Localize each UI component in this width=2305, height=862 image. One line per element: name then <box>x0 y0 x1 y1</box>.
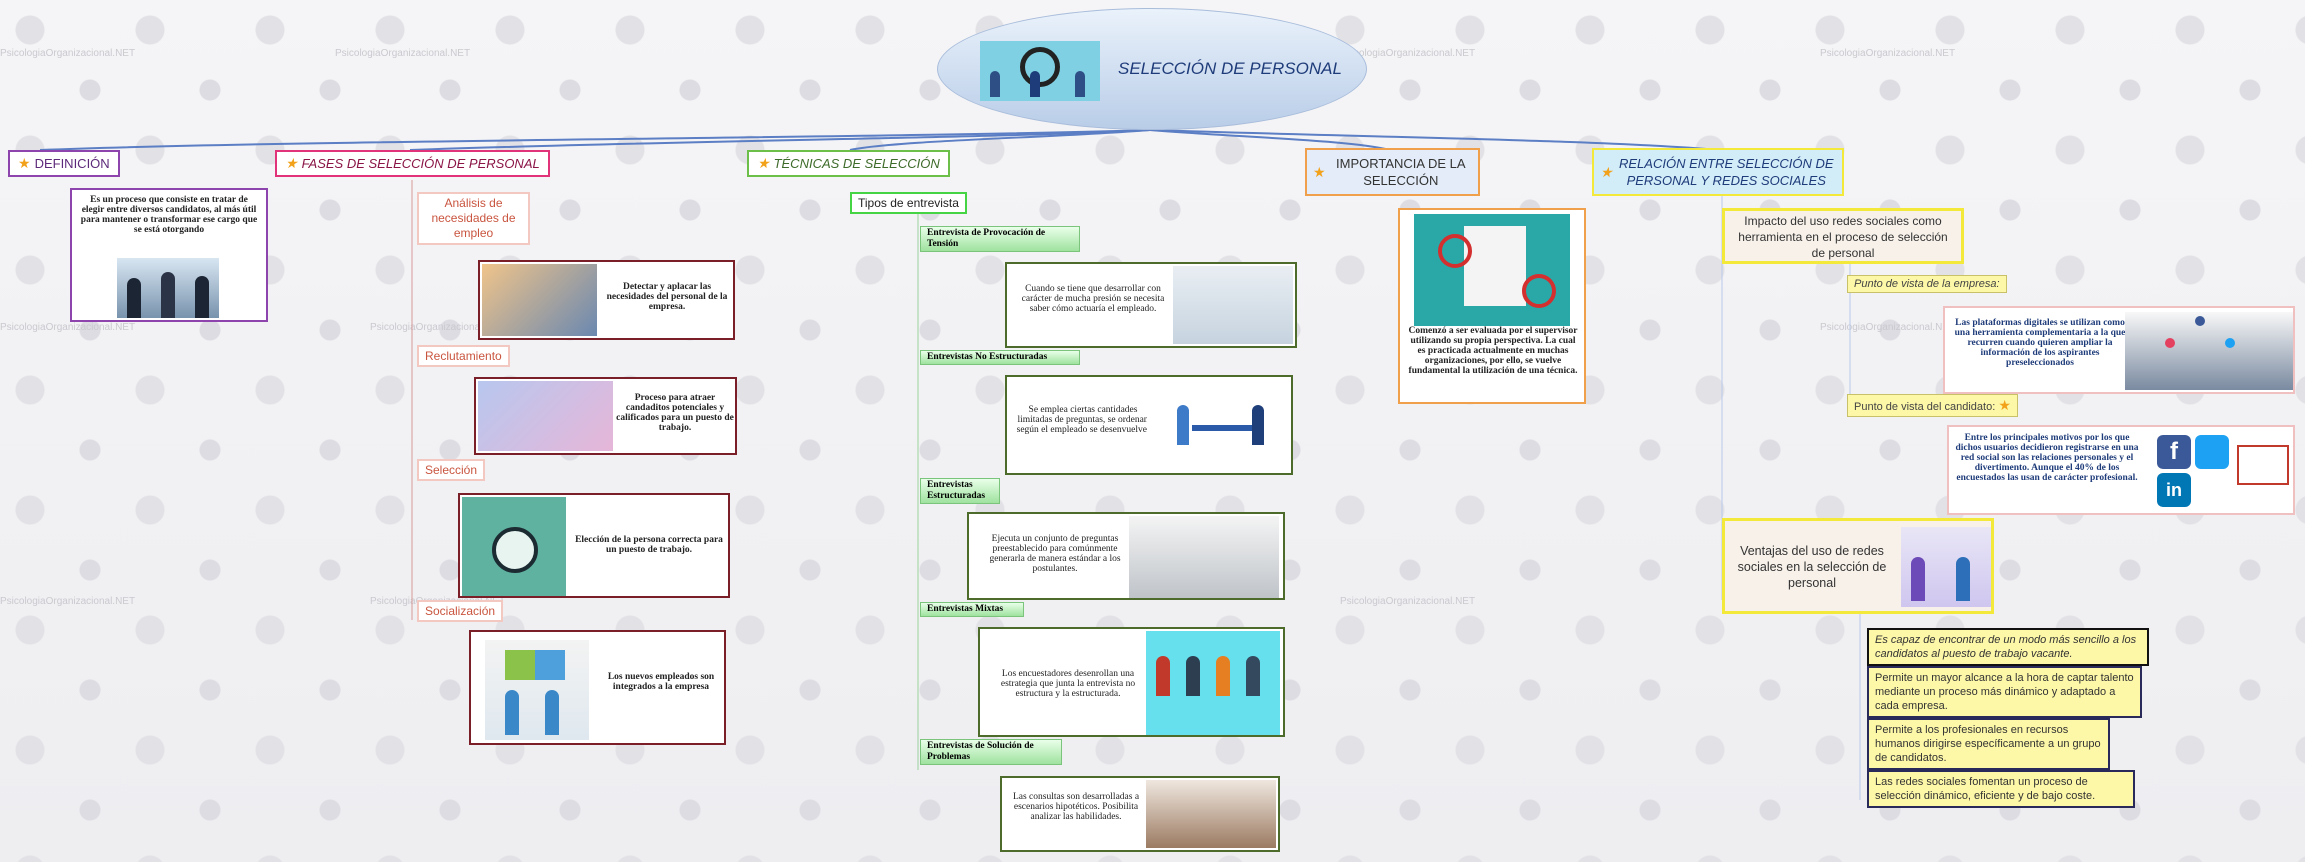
star-icon: ★ <box>285 155 298 171</box>
recruitment-image <box>980 41 1100 101</box>
recruiting-image <box>478 381 613 451</box>
team-puzzle-image <box>485 640 589 740</box>
ventaja-2[interactable]: Permite un mayor alcance a la hora de ca… <box>1867 666 2142 718</box>
group-interview-photo <box>1129 516 1279 598</box>
facebook-icon: f <box>2157 435 2191 469</box>
candidates-illustration <box>1146 631 1280 735</box>
fase-label-analisis[interactable]: Análisis de necesidades de empleo <box>417 192 530 245</box>
entrevista-label-no-estructuradas[interactable]: Entrevistas No Estructuradas <box>920 350 1080 365</box>
fase-card-analisis[interactable]: Detectar y aplacar las necesidades del p… <box>478 260 735 340</box>
business-meeting-image <box>117 258 219 318</box>
interview-photo <box>1173 266 1293 344</box>
ventajas-topic[interactable]: Ventajas del uso de redes sociales en la… <box>1722 518 1994 614</box>
entrevista-card-solucion-problemas[interactable]: Las consultas son desarrolladas a escena… <box>1000 776 1280 852</box>
fases-header[interactable]: ★ FASES DE SELECCIÓN DE PERSONAL <box>275 150 550 177</box>
entrevista-card-no-estructuradas[interactable]: Se emplea ciertas cantidades limitadas d… <box>1005 375 1293 475</box>
watermark: PsicologiaOrganizacional.NET <box>1340 596 1476 607</box>
importancia-card[interactable]: Comenzó a ser evaluada por el supervisor… <box>1398 208 1586 404</box>
star-icon: ★ <box>757 155 770 171</box>
document-review-image <box>1414 214 1570 326</box>
candidate-selection-image <box>462 497 566 596</box>
fase-label-reclutamiento[interactable]: Reclutamiento <box>417 345 510 367</box>
ventaja-1[interactable]: Es capaz de encontrar de un modo más sen… <box>1867 628 2149 666</box>
tecnicas-header[interactable]: ★ TÉCNICAS DE SELECCIÓN <box>747 150 950 177</box>
punto-vista-empresa[interactable]: Punto de vista de la empresa: <box>1847 275 2007 293</box>
entrevista-card-estructuradas[interactable]: Ejecuta un conjunto de preguntas preesta… <box>967 512 1285 600</box>
entrevista-label-estructuradas[interactable]: Entrevistas Estructuradas <box>920 478 1000 504</box>
star-icon: ★ <box>1313 163 1326 180</box>
tipos-entrevista[interactable]: Tipos de entrevista <box>850 192 967 214</box>
central-topic[interactable]: SELECCIÓN DE PERSONAL <box>937 8 1367 130</box>
page-title: SELECCIÓN DE PERSONAL <box>1118 59 1342 78</box>
fase-label-socializacion[interactable]: Socialización <box>417 600 504 622</box>
fase-card-seleccion[interactable]: Elección de la persona correcta para un … <box>458 493 730 598</box>
definicion-card[interactable]: Es un proceso que consiste en tratar de … <box>70 188 268 322</box>
social-logos-image: f in <box>2153 431 2291 511</box>
planning-image <box>482 264 597 336</box>
watermark: PsicologiaOrganizacional.NET <box>0 322 136 333</box>
interview-illustration <box>1147 385 1287 471</box>
magnifier-icon <box>1020 47 1060 87</box>
entrevista-label-tension[interactable]: Entrevista de Provocación de Tensión <box>920 226 1080 252</box>
watermark: PsicologiaOrganizacional.NET <box>1820 322 1956 333</box>
ventaja-4[interactable]: Las redes sociales fomentan un proceso d… <box>1867 770 2135 808</box>
relacion-header[interactable]: ★ RELACIÓN ENTRE SELECCIÓN DE PERSONAL Y… <box>1592 148 1844 196</box>
definicion-text: Es un proceso que consiste en tratar de … <box>80 195 258 235</box>
fase-card-socializacion[interactable]: Los nuevos empleados son integrados a la… <box>469 630 726 745</box>
watermark: PsicologiaOrganizacional.NET <box>1340 48 1476 59</box>
entrevista-card-tension[interactable]: Cuando se tiene que desarrollar con cará… <box>1005 262 1297 348</box>
candidato-card[interactable]: Entre los principales motivos por los qu… <box>1947 425 2295 515</box>
fase-card-reclutamiento[interactable]: Proceso para atraer candaditos potencial… <box>474 377 737 455</box>
watermark: PsicologiaOrganizacional.NET <box>370 322 506 333</box>
fase-label-seleccion[interactable]: Selección <box>417 459 486 481</box>
impacto-topic[interactable]: Impacto del uso redes sociales como herr… <box>1722 208 1964 264</box>
twitter-icon <box>2195 435 2229 469</box>
entrevista-card-mixtas[interactable]: Los encuestadores desenrollan una estrat… <box>978 627 1285 737</box>
social-recruitment-illustration <box>1901 527 1991 607</box>
watermark: PsicologiaOrganizacional.NET <box>1820 48 1956 59</box>
linkedin-icon: in <box>2157 473 2191 507</box>
problem-solving-photo <box>1146 780 1276 848</box>
social-network-image <box>2125 312 2293 390</box>
ventaja-3[interactable]: Permite a los profesionales en recursos … <box>1867 718 2110 770</box>
star-icon: ★ <box>18 155 31 171</box>
jobs-sign-icon <box>2237 445 2289 485</box>
star-icon: ★ <box>1998 397 2011 413</box>
watermark: PsicologiaOrganizacional.NET <box>0 48 136 59</box>
empresa-card[interactable]: Las plataformas digitales se utilizan co… <box>1943 306 2295 394</box>
watermark: PsicologiaOrganizacional.NET <box>0 596 136 607</box>
watermark: PsicologiaOrganizacional.NET <box>335 48 471 59</box>
entrevista-label-solucion-problemas[interactable]: Entrevistas de Solución de Problemas <box>920 739 1062 765</box>
entrevista-label-mixtas[interactable]: Entrevistas Mixtas <box>920 602 1024 617</box>
definicion-header[interactable]: ★ DEFINICIÓN <box>8 150 120 177</box>
importancia-header[interactable]: ★ IMPORTANCIA DE LA SELECCIÓN <box>1305 148 1480 196</box>
star-icon: ★ <box>1600 163 1613 180</box>
punto-vista-candidato[interactable]: Punto de vista del candidato: ★ <box>1847 394 2018 417</box>
